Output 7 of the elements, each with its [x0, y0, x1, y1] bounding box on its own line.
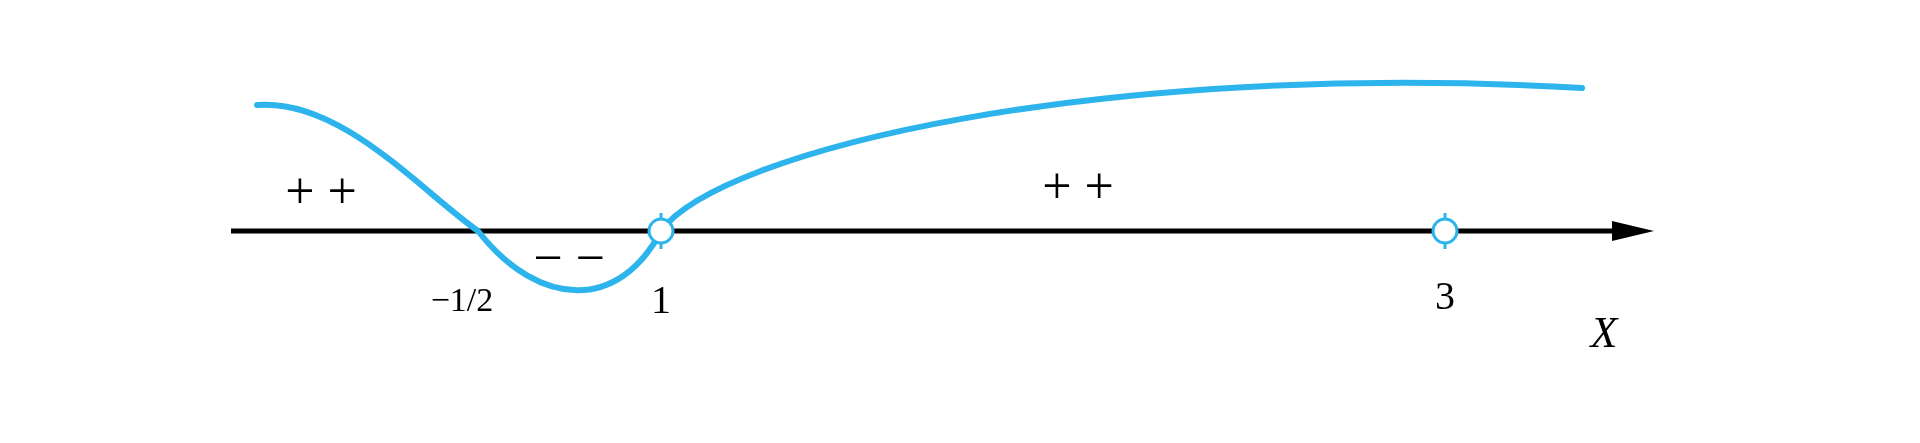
sign-label: − − — [533, 232, 605, 284]
axis-label: X — [1590, 311, 1618, 355]
tick-label: 3 — [1435, 276, 1455, 316]
sign-label: + + — [285, 165, 357, 217]
sign-label: + + — [1042, 160, 1114, 212]
tick-label: −1/2 — [430, 283, 494, 317]
tick-label: 1 — [651, 280, 671, 320]
